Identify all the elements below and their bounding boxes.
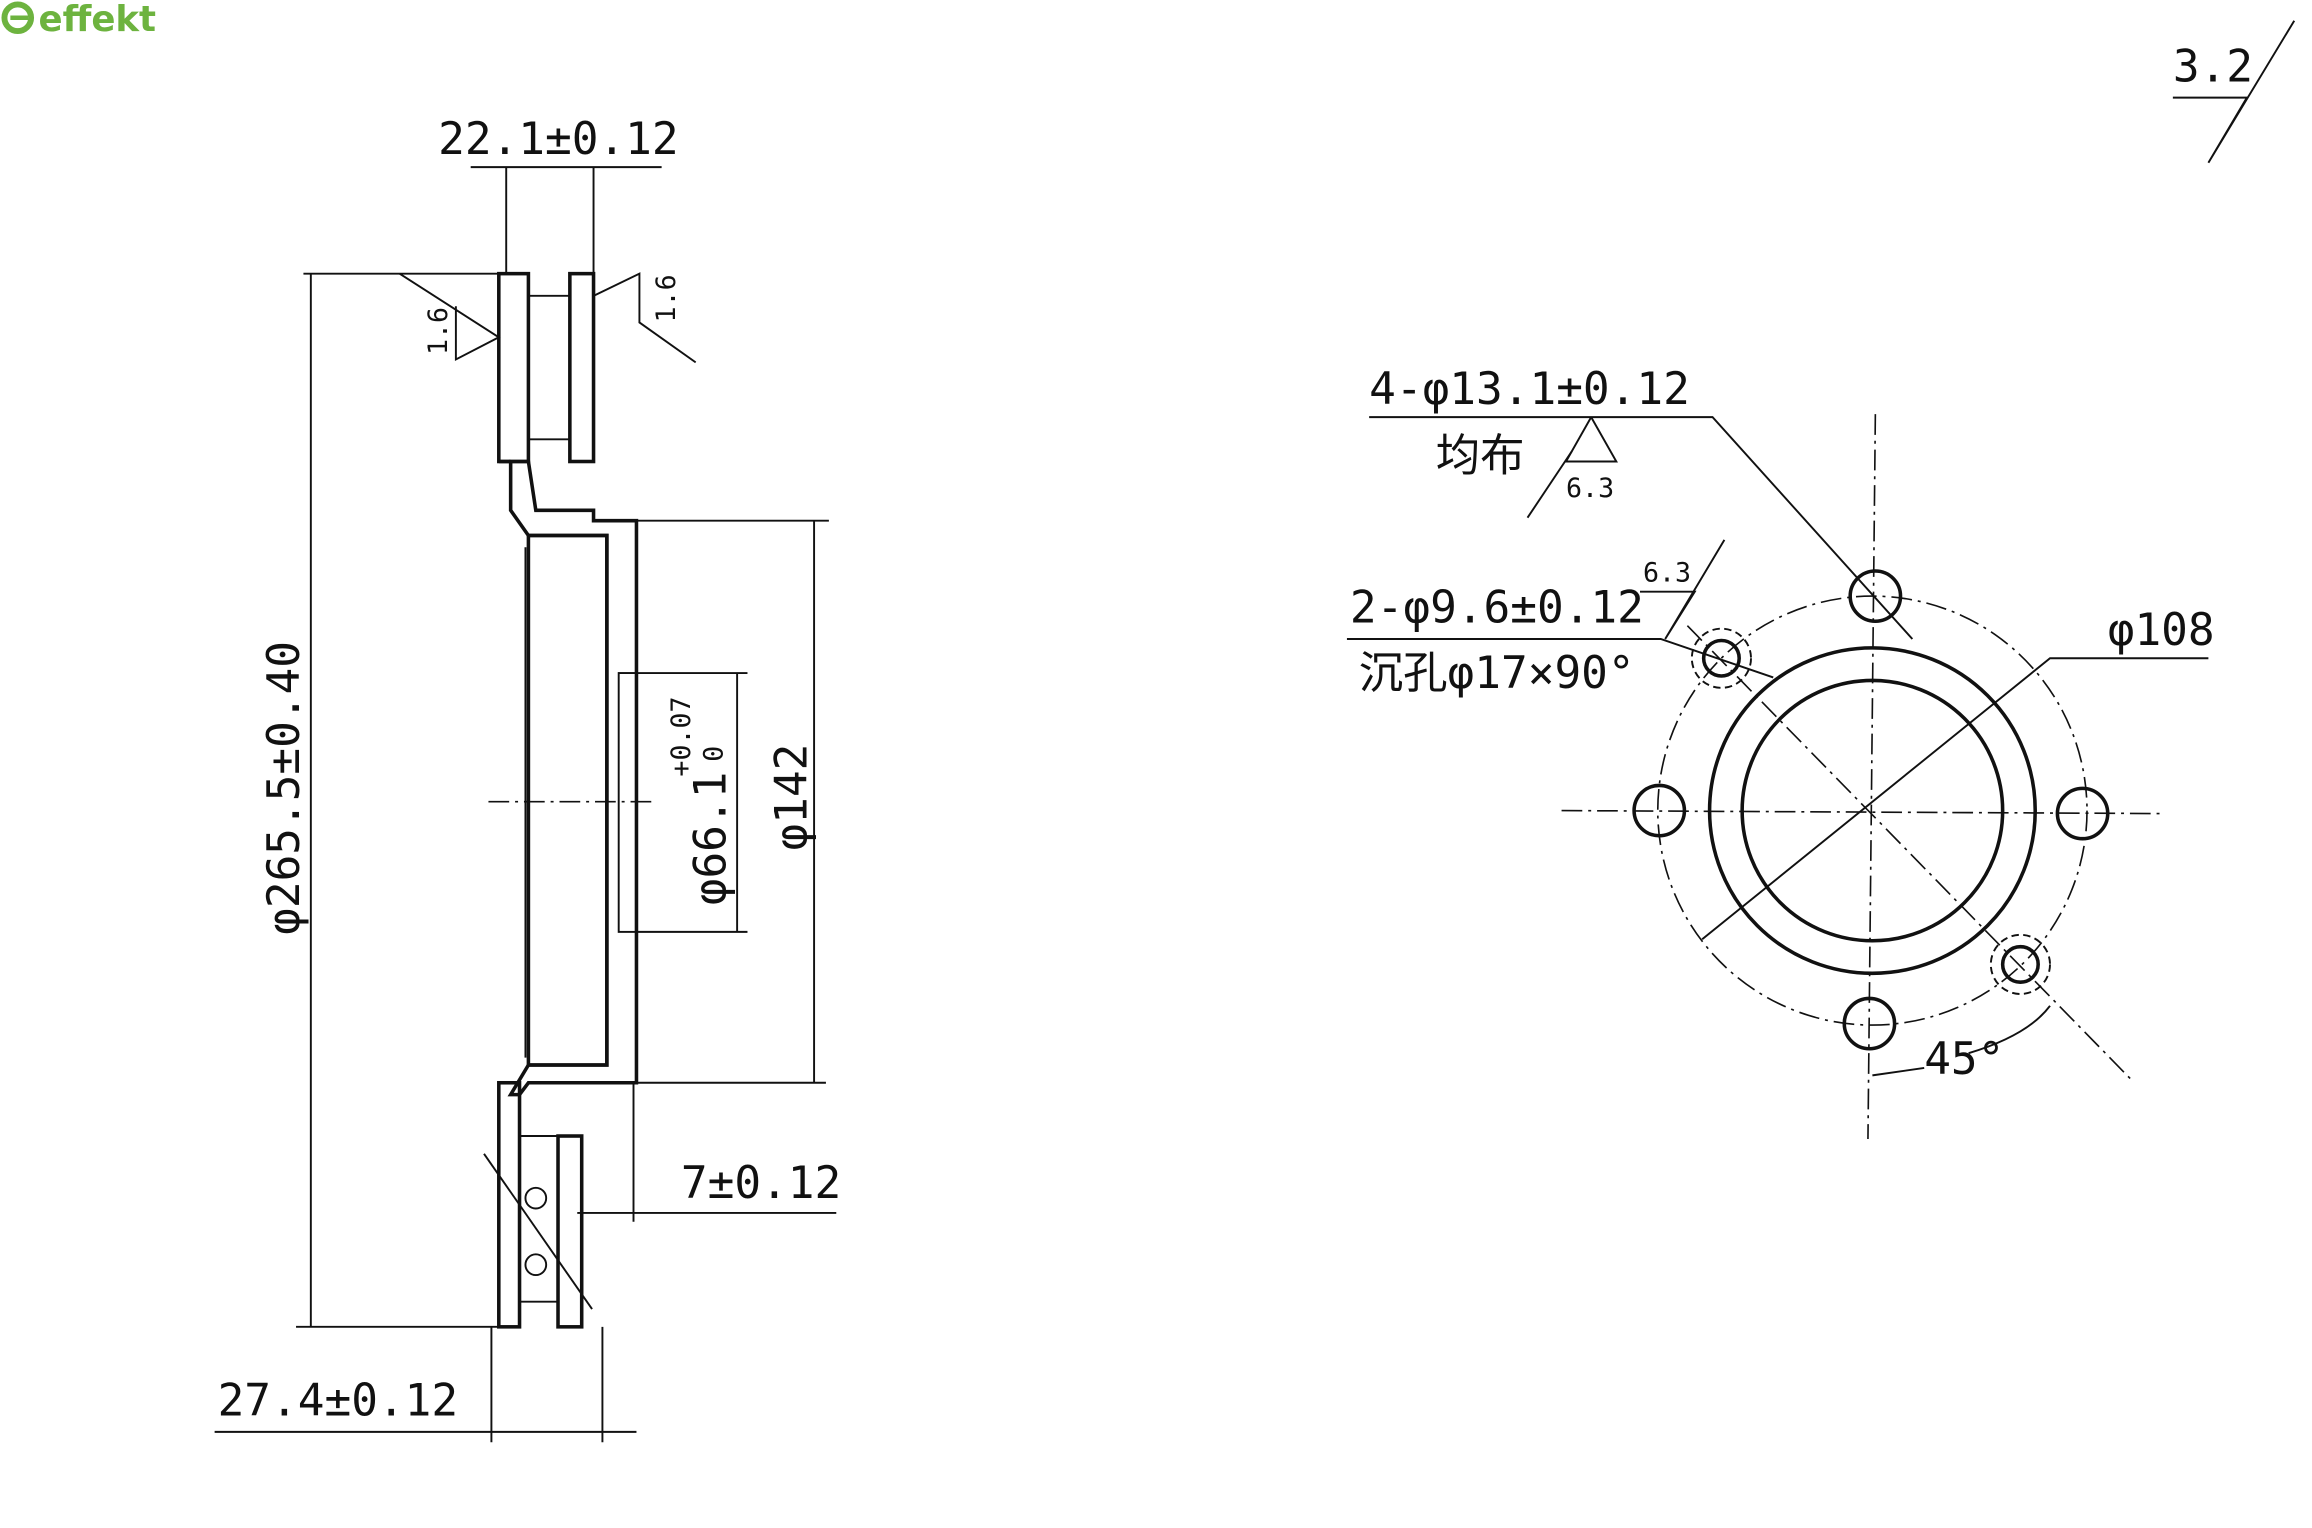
effekt-logo: effekt xyxy=(1,0,156,40)
bore-tol-upper: +0.07 xyxy=(666,696,697,776)
general-roughness-symbol: 3.2 xyxy=(2173,20,2296,164)
outer-diameter-label: φ265.5±0.40 xyxy=(259,641,310,935)
hat-thickness-label: 7±0.12 xyxy=(681,1158,841,1209)
locating-holes-label: 2-φ9.6±0.12 xyxy=(1350,583,1644,634)
bolt-holes-label: 4-φ13.1±0.12 xyxy=(1369,364,1690,415)
overall-height-label: 27.4±0.12 xyxy=(218,1376,459,1427)
roughness-right: 1.6 xyxy=(651,274,682,322)
width-dim-label: 22.1±0.12 xyxy=(438,114,679,165)
section-view: 22.1±0.12 φ265.5±0.40 φ142 φ66.1 +0.07 0… xyxy=(214,114,841,1443)
bore-diameter-label: φ66.1 xyxy=(685,772,736,906)
bore-tol-lower: 0 xyxy=(698,746,729,762)
countersink-label: 沉孔φ17×90° xyxy=(1359,648,1635,699)
bolt-holes-note: 均布 xyxy=(1436,430,1525,481)
plan-view: 4-φ13.1±0.12 均布 6.3 2-φ9.6±0.12 沉孔φ17×90… xyxy=(1346,364,2215,1139)
roughness-left: 1.6 xyxy=(423,307,454,355)
general-roughness-value: 3.2 xyxy=(2173,41,2253,92)
bolt-roughness: 6.3 xyxy=(1566,473,1614,504)
hat-diameter-label: φ142 xyxy=(767,744,818,851)
pcd-label: φ108 xyxy=(2108,605,2215,656)
logo-text: effekt xyxy=(38,0,156,40)
angle-label: 45° xyxy=(1924,1034,2004,1085)
locating-roughness: 6.3 xyxy=(1643,557,1691,588)
